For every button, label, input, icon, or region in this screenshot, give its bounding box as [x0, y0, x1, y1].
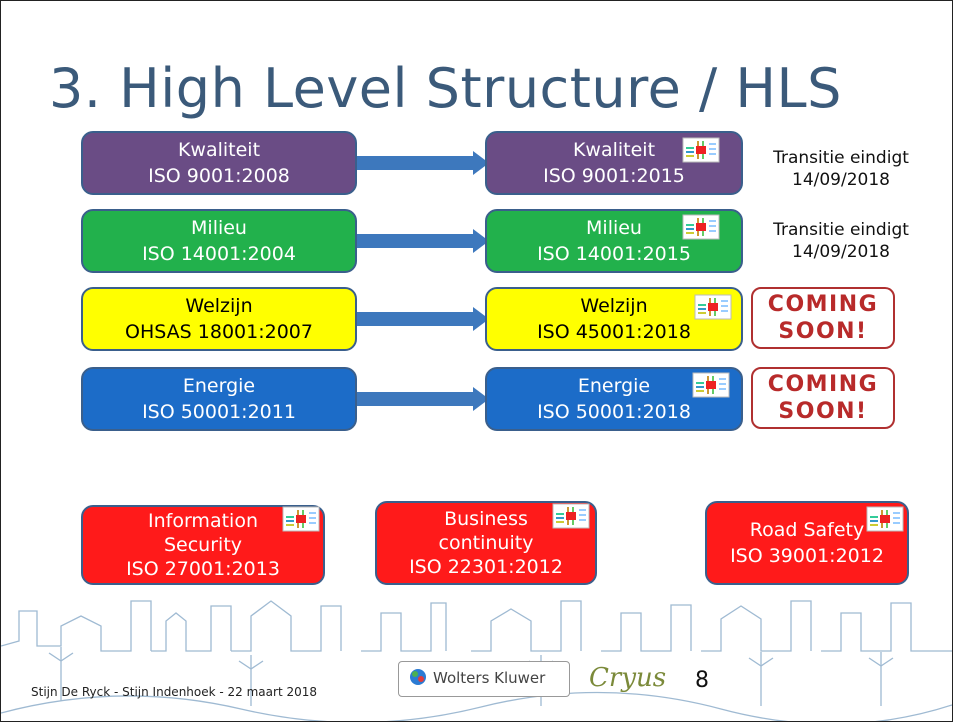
box-name: Welzijn — [580, 295, 648, 317]
note-line1: Transitie eindigt — [773, 148, 909, 168]
box-name: Energie — [182, 375, 256, 397]
hls-diagram-icon — [552, 503, 590, 529]
box-name: Welzijn — [185, 295, 253, 317]
footer-authors: Stijn De Ryck - Stijn Indenhoek - 22 maa… — [31, 685, 318, 699]
arrow-right-icon — [357, 307, 489, 331]
stamp-line1: COMING — [767, 292, 879, 317]
hls-diagram-icon — [866, 506, 904, 532]
hls-diagram-icon — [282, 506, 320, 532]
stamp-line2: SOON! — [778, 399, 868, 424]
hls-diagram-icon — [682, 137, 720, 163]
wolters-kluwer-logo — [398, 661, 570, 697]
box-line1: Road Safety — [749, 519, 865, 541]
coming-soon-stamp: COMING SOON! — [751, 367, 895, 429]
box-name: Kwaliteit — [177, 139, 261, 161]
hls-diagram-icon — [694, 294, 732, 320]
box-name: Kwaliteit — [572, 139, 656, 161]
box-standard: ISO 14001:2015 — [537, 243, 691, 265]
arrow-right-icon — [357, 151, 489, 175]
box-standard: ISO 14001:2004 — [142, 243, 296, 265]
box-line1: Information — [148, 510, 258, 532]
box-standard: ISO 9001:2008 — [148, 165, 290, 187]
road-safety-box: Road Safety ISO 39001:2012 — [705, 501, 909, 585]
box-name: Energie — [577, 375, 651, 397]
transition-note: Transitie eindigt 14/09/2018 — [761, 219, 921, 263]
kwaliteit-old-box: Kwaliteit ISO 9001:2008 — [81, 131, 357, 195]
note-line2: 14/09/2018 — [792, 242, 890, 262]
box-standard: ISO 50001:2018 — [537, 401, 691, 423]
box-line1: Business — [444, 508, 528, 530]
globe-icon — [410, 669, 426, 685]
box-standard: ISO 50001:2011 — [142, 401, 296, 423]
arrow-right-icon — [357, 387, 489, 411]
stamp-line1: COMING — [767, 372, 879, 397]
box-name: Milieu — [586, 217, 642, 239]
box-line3: ISO 22301:2012 — [409, 556, 563, 578]
arrow-right-icon — [357, 229, 489, 253]
energie-old-box: Energie ISO 50001:2011 — [81, 367, 357, 431]
box-standard: OHSAS 18001:2007 — [125, 321, 313, 343]
box-line3: ISO 27001:2013 — [126, 558, 280, 580]
wolters-kluwer-text: Wolters Kluwer — [433, 669, 546, 687]
note-line2: 14/09/2018 — [792, 170, 890, 190]
box-line2: continuity — [438, 532, 534, 554]
coming-soon-stamp: COMING SOON! — [751, 287, 895, 349]
cryus-logo: Cryus — [589, 663, 667, 693]
milieu-old-box: Milieu ISO 14001:2004 — [81, 209, 357, 273]
hls-diagram-icon — [682, 214, 720, 240]
transition-note: Transitie eindigt 14/09/2018 — [761, 147, 921, 191]
box-line2: ISO 39001:2012 — [730, 545, 884, 567]
hls-diagram-icon — [692, 372, 730, 398]
box-standard: ISO 9001:2015 — [543, 165, 685, 187]
welzijn-old-box: Welzijn OHSAS 18001:2007 — [81, 287, 357, 351]
milieu-new-box: Milieu ISO 14001:2015 — [485, 209, 743, 273]
note-line1: Transitie eindigt — [773, 220, 909, 240]
box-line2: Security — [163, 534, 243, 556]
page-number: 8 — [695, 668, 709, 693]
box-name: Milieu — [191, 217, 247, 239]
slide-title: 3. High Level Structure / HLS — [49, 57, 842, 120]
box-standard: ISO 45001:2018 — [537, 321, 691, 343]
stamp-line2: SOON! — [778, 319, 868, 344]
